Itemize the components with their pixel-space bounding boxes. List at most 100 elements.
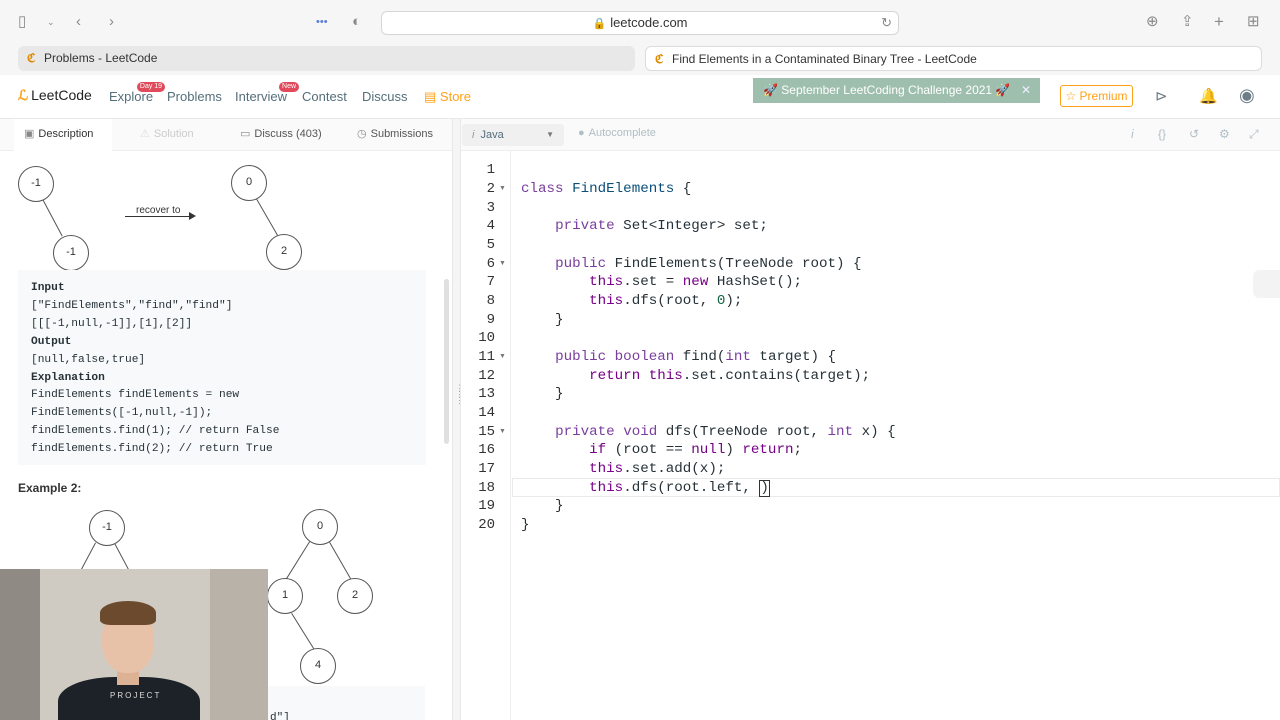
- shield-icon[interactable]: ◐: [352, 13, 362, 30]
- code-line: if (root == null) return;: [589, 442, 802, 458]
- example-line: d"]: [270, 712, 290, 720]
- fold-arrow-icon[interactable]: ▼: [499, 260, 506, 267]
- example-line: findElements.find(1); // return False: [31, 425, 280, 438]
- playground-icon[interactable]: ⊳: [1155, 88, 1168, 105]
- background-wall: [0, 569, 40, 720]
- premium-button[interactable]: ☆ Premium: [1060, 85, 1133, 107]
- line-number: 8: [486, 293, 495, 309]
- code-line: class FindElements {: [521, 181, 692, 197]
- back-icon[interactable]: ‹: [76, 13, 81, 30]
- tree-edge: [283, 541, 310, 583]
- braces-icon[interactable]: {}: [1158, 127, 1167, 141]
- bell-icon[interactable]: 🔔: [1199, 88, 1218, 105]
- recover-label: recover to: [136, 205, 181, 216]
- code-line: private void dfs(TreeNode root, int x) {: [555, 424, 896, 440]
- explore-badge: Day 19: [136, 82, 166, 92]
- example-line: [[[-1,null,-1]],[1],[2]]: [31, 317, 193, 330]
- reset-icon[interactable]: ↺: [1189, 127, 1200, 141]
- clock-icon: ◷: [357, 128, 367, 140]
- autocomplete-toggle[interactable]: ●Autocomplete: [578, 127, 656, 139]
- nav-discuss[interactable]: Discuss: [362, 89, 408, 104]
- fold-arrow-icon[interactable]: ▼: [499, 185, 506, 192]
- line-number: 10: [478, 330, 495, 346]
- info-icon[interactable]: i: [1131, 127, 1134, 141]
- download-icon[interactable]: ⊕: [1146, 13, 1159, 30]
- tree-node: 1: [267, 578, 303, 614]
- webcam-overlay: PROJECT: [0, 569, 268, 720]
- line-number: 3: [486, 200, 495, 216]
- grip-icon: ⋮⋮⋮: [455, 383, 464, 405]
- browser-toolbar: ▯ ⌄ ‹ › ••• ◐ 🔒leetcode.com ↻ ⊕ ⇪ + ⊞: [0, 0, 1280, 44]
- code-line: this.dfs(root.left, ): [589, 480, 770, 497]
- tab-problems[interactable]: ℭ Problems - LeetCode: [18, 46, 635, 71]
- fold-arrow-icon[interactable]: ▼: [499, 428, 506, 435]
- store-icon: ▤: [424, 89, 440, 104]
- side-panel-handle[interactable]: [1253, 270, 1280, 298]
- code-line: }: [521, 312, 564, 328]
- code-line: }: [521, 386, 564, 402]
- line-number: 14: [478, 405, 495, 421]
- shirt-text: PROJECT: [110, 691, 162, 700]
- tab-discuss[interactable]: ▭Discuss (403): [240, 128, 322, 140]
- example-line: Explanation: [31, 371, 105, 384]
- leetcode-favicon-icon: ℭ: [27, 51, 36, 65]
- settings-icon[interactable]: ⚙: [1219, 127, 1230, 141]
- nav-store[interactable]: ▤ Store: [424, 89, 471, 104]
- challenge-banner[interactable]: 🚀 September LeetCoding Challenge 2021 🚀 …: [753, 78, 1040, 103]
- extensions-icon[interactable]: •••: [316, 16, 328, 28]
- tab-description[interactable]: ▣Description: [14, 119, 112, 151]
- line-number: 18: [478, 480, 495, 496]
- arrow-head-icon: [189, 212, 196, 220]
- caret-down-icon: ▼: [546, 130, 554, 139]
- tab-find-elements[interactable]: ℭ Find Elements in a Contaminated Binary…: [645, 46, 1262, 71]
- scrollbar[interactable]: [444, 279, 449, 444]
- tree-node: 2: [266, 234, 302, 270]
- line-number: 7: [486, 274, 495, 290]
- close-icon[interactable]: ✕: [1020, 83, 1031, 97]
- url-text: leetcode.com: [610, 15, 688, 30]
- fold-arrow-icon[interactable]: ▼: [499, 353, 506, 360]
- toggle-dot-icon: ●: [578, 127, 585, 139]
- avatar-icon[interactable]: ◉: [1239, 85, 1255, 105]
- code-editor[interactable]: 1 2 3 4 5 6 7 8 9 10 11 12 13 14 15 16 1…: [461, 151, 1280, 720]
- new-tab-icon[interactable]: +: [1214, 12, 1224, 31]
- tab-solution: ⚠Solution: [140, 128, 194, 140]
- example-line: FindElements findElements = new: [31, 389, 240, 402]
- forward-icon[interactable]: ›: [109, 13, 114, 30]
- code-line: this.dfs(root, 0);: [589, 293, 743, 309]
- example-2-heading: Example 2:: [18, 481, 82, 495]
- line-number: 16: [478, 442, 495, 458]
- line-gutter: 1 2 3 4 5 6 7 8 9 10 11 12 13 14 15 16 1…: [461, 151, 511, 720]
- tab-submissions[interactable]: ◷Submissions: [357, 128, 433, 140]
- presenter-hair: [100, 601, 156, 625]
- chevron-down-icon[interactable]: ⌄: [47, 17, 55, 27]
- line-number: 4: [486, 218, 495, 234]
- nav-problems[interactable]: Problems: [167, 89, 222, 104]
- example-line: FindElements([-1,null,-1]);: [31, 407, 213, 420]
- tree-node: -1: [18, 166, 54, 202]
- tab-overview-icon[interactable]: ⊞: [1247, 13, 1260, 30]
- sidebar-toggle-icon[interactable]: ▯: [18, 13, 27, 30]
- tree-node: 0: [302, 509, 338, 545]
- pane-resizer[interactable]: ⋮⋮⋮: [452, 119, 464, 720]
- interview-badge: New: [279, 82, 300, 92]
- fullscreen-icon[interactable]: ⤢: [1249, 127, 1259, 141]
- line-number: 12: [478, 368, 495, 384]
- url-bar[interactable]: 🔒leetcode.com ↻: [381, 11, 899, 35]
- line-number: 5: [486, 237, 495, 253]
- example-line: Output: [31, 335, 72, 348]
- nav-contest[interactable]: Contest: [302, 89, 347, 104]
- example-line: Input: [31, 282, 65, 294]
- line-number: 2: [486, 181, 495, 197]
- reload-icon[interactable]: ↻: [881, 15, 892, 30]
- example-line: findElements.find(2); // return True: [31, 443, 273, 456]
- tree-node: -1: [53, 235, 89, 271]
- share-icon[interactable]: ⇪: [1181, 13, 1194, 30]
- line-number: 15: [478, 424, 495, 440]
- line-number: 13: [478, 386, 495, 402]
- code-line: this.set.add(x);: [589, 461, 726, 477]
